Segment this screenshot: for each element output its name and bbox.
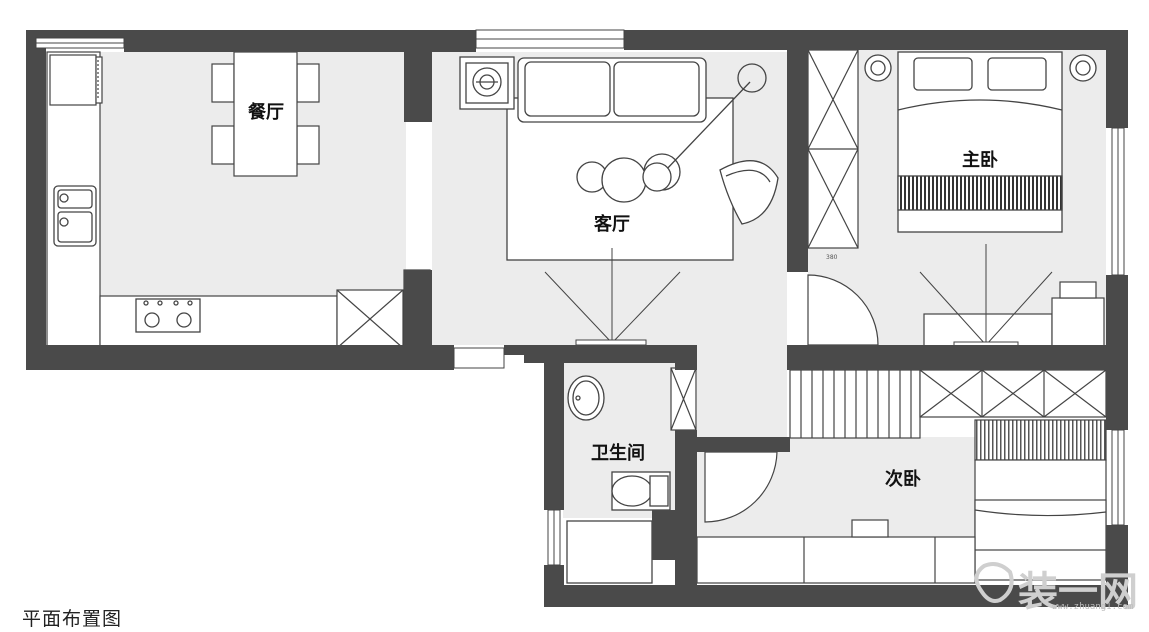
walls	[26, 30, 1128, 607]
wardrobe-master	[807, 49, 859, 249]
fridge	[49, 54, 103, 106]
dining-table	[233, 51, 298, 177]
watermark-logo-icon	[974, 562, 1014, 603]
watermark-url: www.zhuang1.com	[1052, 602, 1133, 612]
dining-set	[211, 51, 320, 177]
second-door	[704, 451, 778, 523]
wardrobe-second	[919, 369, 1107, 418]
room-label-living: 客厅	[594, 213, 630, 235]
dimension-note: 380	[826, 254, 838, 261]
kitchen-sink	[53, 185, 97, 247]
second-desk	[696, 519, 976, 584]
sofa	[517, 57, 707, 123]
bathroom-door	[670, 367, 697, 431]
stove	[135, 298, 201, 333]
bed-second	[974, 419, 1107, 581]
plan-caption: 平面布置图	[22, 608, 123, 630]
watermark: 装一网 www.zhuang1.com	[974, 562, 1138, 615]
room-label-master-bedroom: 主卧	[962, 149, 998, 171]
living-tv-view	[544, 248, 681, 346]
master-door	[807, 274, 879, 346]
nightstands	[864, 54, 1097, 82]
room-label-second-bedroom: 次卧	[885, 468, 921, 490]
bathroom-fixtures	[566, 375, 671, 584]
staircase	[789, 369, 921, 439]
side-table	[459, 56, 515, 110]
master-tv-view	[919, 244, 1053, 348]
coffee-tables	[576, 157, 672, 203]
watermark-brand: 装一网	[1018, 569, 1138, 615]
room-label-bathroom: 卫生间	[591, 442, 645, 464]
room-label-dining: 餐厅	[247, 101, 284, 123]
windows	[35, 29, 1125, 566]
bed-master	[897, 51, 1063, 233]
lounge-chair	[719, 160, 779, 225]
